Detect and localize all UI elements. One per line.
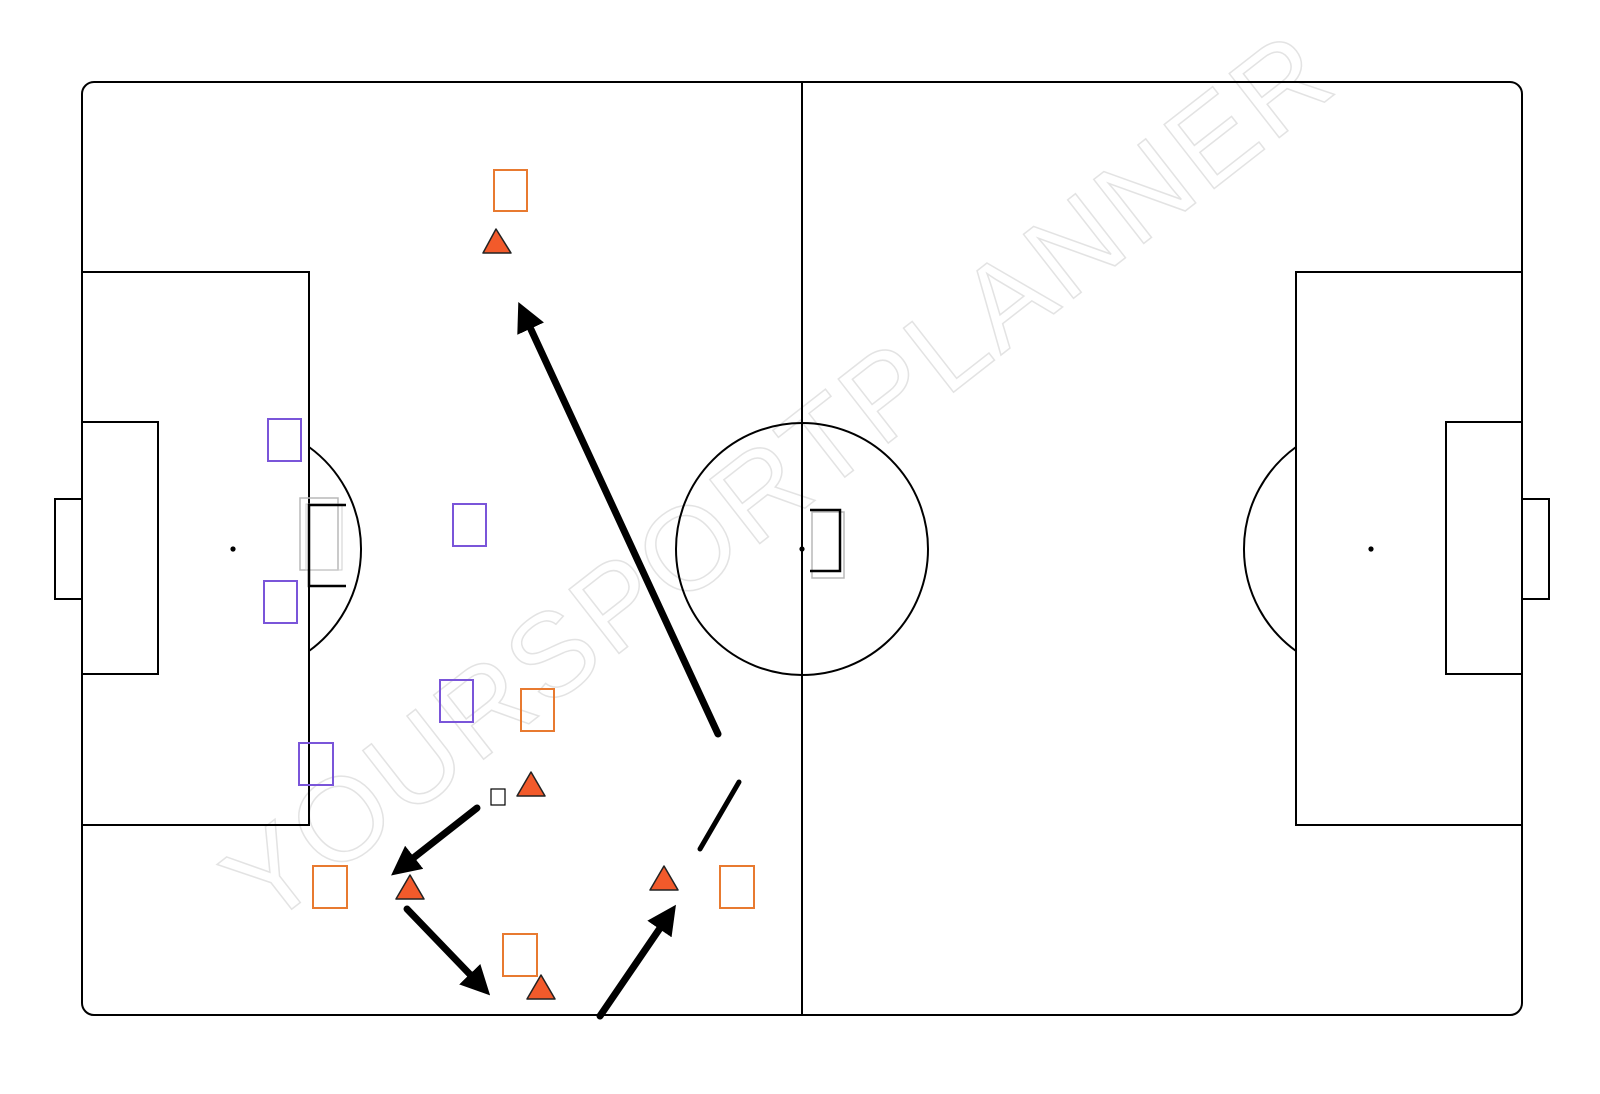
right-goal — [1521, 498, 1550, 600]
cone[interactable] — [526, 974, 556, 1000]
purple-player[interactable] — [267, 418, 302, 462]
arrow-long-pass — [517, 301, 722, 738]
orange-players — [312, 169, 755, 977]
cone[interactable] — [649, 865, 679, 891]
arrow-run — [403, 905, 491, 996]
orange-player[interactable] — [719, 865, 755, 909]
orange-player[interactable] — [520, 688, 555, 732]
left-penalty-arc — [308, 446, 363, 652]
pitch-spots — [230, 546, 1374, 552]
orange-player[interactable] — [502, 933, 538, 977]
right-penalty-area — [1295, 271, 1523, 826]
cone[interactable] — [482, 228, 512, 254]
right-penalty-arc — [1242, 446, 1297, 652]
orange-player[interactable] — [493, 169, 528, 212]
purple-player[interactable] — [298, 742, 334, 786]
center-circle — [675, 422, 929, 676]
orange-player[interactable] — [312, 865, 348, 909]
left-goal-area — [81, 421, 159, 675]
cone[interactable] — [516, 771, 546, 797]
purple-players — [263, 418, 487, 786]
left-penalty-spot — [230, 546, 236, 552]
center-spot — [799, 546, 805, 552]
purple-player[interactable] — [452, 503, 487, 547]
pitch-markings — [54, 81, 1550, 1016]
arrows — [391, 301, 742, 1020]
left-penalty-area — [81, 271, 310, 826]
small-goal[interactable] — [299, 497, 346, 588]
purple-player[interactable] — [263, 580, 298, 624]
watermark-text: YOURSPORTPLANNER — [200, 5, 1358, 950]
arrow-pass — [596, 904, 676, 1020]
purple-player[interactable] — [439, 679, 474, 723]
arrow-pass — [391, 804, 481, 876]
left-goal — [54, 498, 83, 600]
dribble-line — [697, 779, 742, 852]
right-penalty-spot — [1368, 546, 1374, 552]
right-goal-area — [1445, 421, 1523, 675]
cones — [395, 228, 679, 1000]
ball[interactable] — [490, 788, 506, 806]
cone[interactable] — [395, 874, 425, 900]
small-goal[interactable] — [810, 508, 845, 579]
